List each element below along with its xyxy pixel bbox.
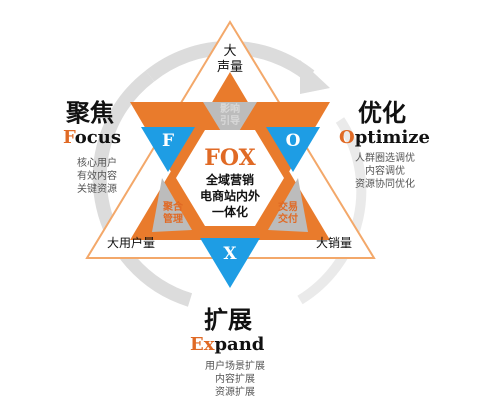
- expand-en-first: Ex: [190, 334, 215, 355]
- focus-en-title: Focus: [63, 127, 121, 148]
- expand-item-2: 内容扩展: [215, 374, 255, 385]
- optimize-en-rest: ptimize: [354, 127, 430, 148]
- focus-en-rest: ocus: [74, 127, 121, 148]
- optimize-en-first: O: [339, 127, 355, 148]
- optimize-item-2: 内容调优: [365, 166, 405, 177]
- letter-x: X: [223, 244, 237, 264]
- focus-item-2: 有效内容: [77, 171, 117, 182]
- optimize-en-title: Optimize: [339, 127, 430, 148]
- optimize-item-1: 人群圈选调优: [355, 153, 415, 164]
- letter-o: O: [285, 131, 301, 151]
- letter-f: F: [161, 131, 175, 151]
- corner-left-label: 大用户量: [106, 236, 155, 250]
- center-title: FOX: [204, 145, 256, 171]
- blue-triangle-o: [266, 127, 320, 172]
- corner-top-label: 大 声量: [216, 44, 243, 75]
- panel-top-label: 影响 引导: [220, 104, 240, 127]
- panel-right-label: 交易 交付: [278, 202, 298, 225]
- focus-items: 核心用户 有效内容 关键资源: [62, 157, 132, 196]
- expand-cn-title: 扩展: [204, 305, 252, 334]
- focus-cn-title: 聚焦: [66, 98, 114, 127]
- panel-left: [152, 178, 192, 232]
- expand-en-title: Expand: [190, 334, 264, 355]
- corner-right-label: 大销量: [315, 236, 352, 250]
- optimize-items: 人群圈选调优 内容调优 资源协同优化: [340, 152, 430, 191]
- center-line-1: 全域营销: [205, 173, 254, 187]
- cycle-arc-left: [92, 70, 193, 307]
- center-hexagon: [176, 130, 284, 226]
- panel-top: [203, 102, 257, 146]
- panel-right: [268, 178, 308, 232]
- blue-triangle-x: [200, 238, 260, 288]
- expand-items: 用户场景扩展 内容扩展 资源扩展: [190, 360, 280, 399]
- focus-item-3: 关键资源: [77, 184, 117, 195]
- panel-left-label: 聚合 管理: [163, 202, 183, 225]
- expand-item-1: 用户场景扩展: [205, 361, 265, 372]
- expand-item-3: 资源扩展: [215, 387, 255, 398]
- cycle-arrow-head-right: [300, 60, 330, 94]
- center-line-2: 电商站内外: [199, 189, 260, 203]
- expand-en-rest: pand: [214, 334, 265, 355]
- focus-en-first: F: [63, 127, 75, 148]
- cycle-arc-right: [297, 117, 367, 305]
- blue-triangle-f: [141, 127, 195, 172]
- focus-item-1: 核心用户: [77, 158, 117, 169]
- optimize-item-3: 资源协同优化: [355, 179, 415, 190]
- center-line-3: 一体化: [211, 205, 248, 219]
- optimize-cn-title: 优化: [358, 98, 406, 127]
